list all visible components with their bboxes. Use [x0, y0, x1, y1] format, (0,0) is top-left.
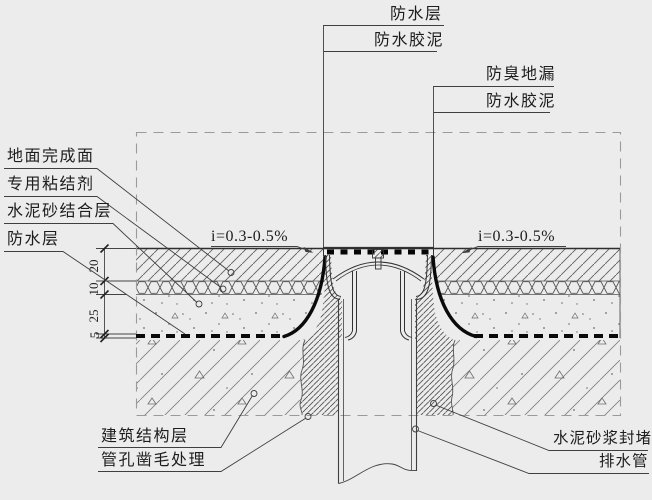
drain-dome: [332, 261, 425, 282]
waterproof-membrane: [136, 255, 620, 339]
leader-mortar-sealing: [435, 404, 648, 451]
label-waterproof-layer-top: 防水层: [390, 6, 443, 23]
bonding-layer: [433, 281, 620, 295]
dimension-bonding-thickness: 10: [86, 282, 101, 296]
slope-arrow-left: [303, 246, 314, 253]
floor-drain: [323, 246, 434, 341]
waterproof-mastic-wedges: [303, 255, 454, 340]
bonding-layer: [136, 281, 327, 295]
drain-bell-body: [325, 254, 432, 300]
leader-drain-pipe: [417, 430, 649, 474]
floor-layers-left: [136, 248, 327, 335]
label-waterproof-mastic-right: 防水胶泥: [486, 93, 557, 110]
screed-layer: [433, 294, 620, 335]
floor-finish-layer: [433, 248, 620, 281]
label-cement-mortar-sealing: 水泥砂浆封堵: [553, 430, 652, 447]
drain-screw: [372, 249, 384, 270]
mortar-seal-left: [300, 340, 339, 415]
mastic-wedge-right: [415, 255, 454, 340]
leader-lines: [4, 25, 649, 474]
label-pipe-hole-roughening: 管孔凿毛处理: [101, 452, 207, 469]
detail-boundary-dashed: [135, 131, 622, 417]
drain-standpipe: [344, 271, 413, 341]
leader-special-adhesive: [4, 196, 222, 288]
label-slope-right: i=0.3-0.5%: [478, 228, 556, 245]
structure-slab: [136, 339, 620, 416]
drain-pipe-body: [337, 299, 418, 484]
leader-deodorant-floor-drain: [433, 86, 554, 247]
label-special-adhesive: 专用粘结剂: [7, 176, 95, 193]
label-deodorant-floor-drain: 防臭地漏: [486, 66, 557, 83]
leader-structure-layer: [98, 395, 253, 448]
floor-layers-right: [433, 248, 620, 335]
dimension-membrane-thickness: 5: [87, 331, 102, 339]
dimension-chain: [96, 243, 136, 343]
mastic-wedge-left: [303, 255, 342, 340]
floor-finish-layer: [136, 248, 327, 281]
slope-arrow-right: [461, 247, 472, 254]
mortar-seal-right: [416, 340, 455, 415]
dimension-ticks: [99, 243, 110, 343]
leader-pipe-hole-roughening: [98, 417, 307, 472]
label-drain-pipe: 排水管: [599, 453, 649, 470]
pipe-break-line: [338, 463, 417, 484]
leader-floor-finish: [4, 168, 230, 272]
label-waterproof-layer-left: 防水层: [7, 231, 60, 248]
slope-annotations: [211, 246, 566, 254]
leader-waterproof-layer-top: [323, 25, 444, 247]
label-building-structure-layer: 建筑结构层: [101, 428, 189, 445]
screed-layer: [136, 294, 327, 335]
label-floor-finish-surface: 地面完成面: [7, 148, 95, 165]
mortar-seal-strips: [300, 340, 455, 415]
label-waterproof-mastic-top: 防水胶泥: [374, 32, 445, 49]
label-slope-left: i=0.3-0.5%: [211, 228, 289, 245]
leader-bonding-layer: [4, 223, 198, 303]
label-cement-sand-bonding-layer: 水泥砂结合层: [7, 203, 113, 220]
leader-waterproof-layer-left: [4, 251, 186, 335]
